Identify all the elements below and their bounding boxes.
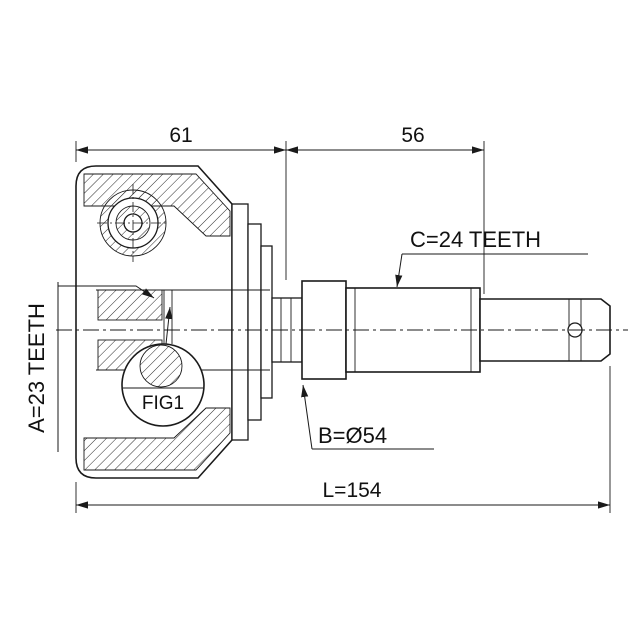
label-a23-text: A=23 TEETH (24, 303, 49, 433)
fig1-leader-line (165, 306, 173, 345)
label-a23-teeth: A=23 TEETH (24, 282, 155, 452)
label-c24-text: C=24 TEETH (410, 227, 541, 252)
housing-bottom-wall-hatch (83, 407, 231, 471)
label-c24-teeth: C=24 TEETH (395, 227, 588, 288)
housing-step-1 (231, 203, 249, 441)
fig1-balloon: FIG1 (121, 306, 205, 427)
dimension-L154: L=154 (75, 366, 611, 513)
dimension-61: 61 (75, 124, 287, 280)
label-c24-leader (395, 253, 403, 288)
dimL-value: L=154 (323, 479, 382, 502)
fig1-ball-hatched (139, 344, 183, 388)
fig1-label: FIG1 (142, 393, 184, 414)
label-b-leader (301, 384, 313, 450)
dim56-value: 56 (401, 124, 424, 147)
label-a23-leader (58, 285, 155, 299)
housing-step-3 (260, 245, 273, 399)
dimension-56: 56 (286, 124, 485, 294)
dim61-value: 61 (169, 124, 192, 147)
inner-race-top-hatch (97, 289, 163, 321)
ball-detail (97, 184, 169, 262)
label-b-diameter: B=Ø54 (301, 384, 434, 450)
housing-step-2 (247, 223, 262, 421)
label-b-text: B=Ø54 (318, 423, 387, 448)
